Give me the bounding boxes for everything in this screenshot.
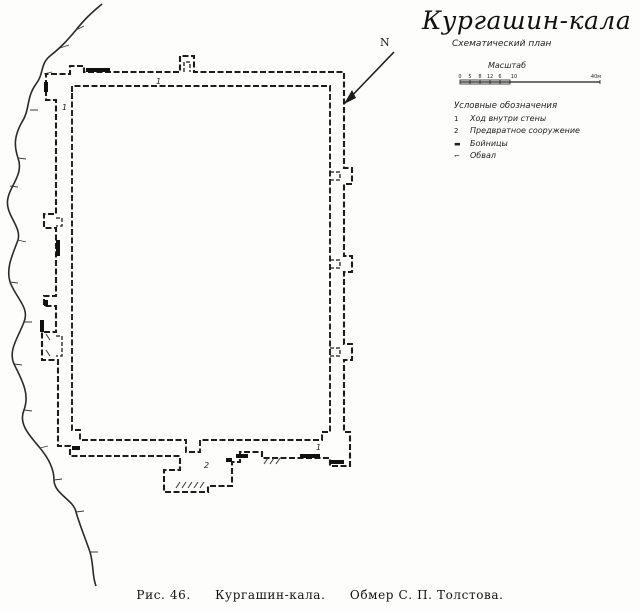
collapse-hatch xyxy=(45,333,281,489)
legend-heading: Условные обозначения xyxy=(454,101,558,111)
north-arrow-head xyxy=(344,90,356,104)
scale-tick: 12 xyxy=(486,74,494,80)
legend-key: ▬ xyxy=(454,139,461,148)
legend-text: Ход внутри стены xyxy=(470,113,547,123)
inner-wall xyxy=(71,85,331,453)
terrain-edge-hatch xyxy=(9,25,98,553)
legend-item: ▬ Бойницы xyxy=(454,138,580,151)
legend-text: Обвал xyxy=(470,151,496,160)
scale-tick: 40м xyxy=(590,74,602,80)
legend-key: 1 xyxy=(454,114,459,123)
plan-number: 2 xyxy=(204,461,209,470)
scale-tick: 6 xyxy=(498,74,502,80)
outer-wall xyxy=(40,54,354,494)
legend-item: ⌐ Обвал xyxy=(454,150,580,163)
north-label: N xyxy=(380,36,390,49)
legend-item: 1 Ход внутри стены xyxy=(454,113,580,126)
scale-tick: 5 xyxy=(468,74,472,80)
plan-title: Кургашин-кала xyxy=(422,6,632,35)
plan-number: 1 xyxy=(62,103,67,112)
legend-item: 2 Предвратное сооружение xyxy=(454,125,580,138)
scale-bar xyxy=(459,79,601,85)
legend-key: 2 xyxy=(454,127,459,135)
tower-outlines xyxy=(56,61,341,357)
scale-label: Масштаб xyxy=(488,61,527,70)
legend-key: ⌐ xyxy=(454,152,460,160)
plan-number: 1 xyxy=(316,443,321,452)
plan-subtitle: Схематический план xyxy=(452,39,552,49)
caption-figure-number: Рис. 46. xyxy=(136,588,191,602)
embrasure-marks xyxy=(40,68,344,464)
legend-text: Предвратное сооружение xyxy=(470,126,580,135)
figure-caption: Рис. 46. Кургашин-кала. Обмер С. П. Толс… xyxy=(0,588,640,602)
scale-tick: 0 xyxy=(458,74,462,80)
caption-site-name: Кургашин-кала. xyxy=(215,588,326,602)
scale-tick: 10 xyxy=(510,74,518,80)
legend: Условные обозначения 1 Ход внутри стены 2… xyxy=(454,100,580,163)
caption-credit: Обмер С. П. Толстова. xyxy=(349,588,504,602)
legend-text: Бойницы xyxy=(470,138,508,148)
plan-number: 1 xyxy=(156,77,161,86)
scale-tick: 8 xyxy=(478,74,482,80)
